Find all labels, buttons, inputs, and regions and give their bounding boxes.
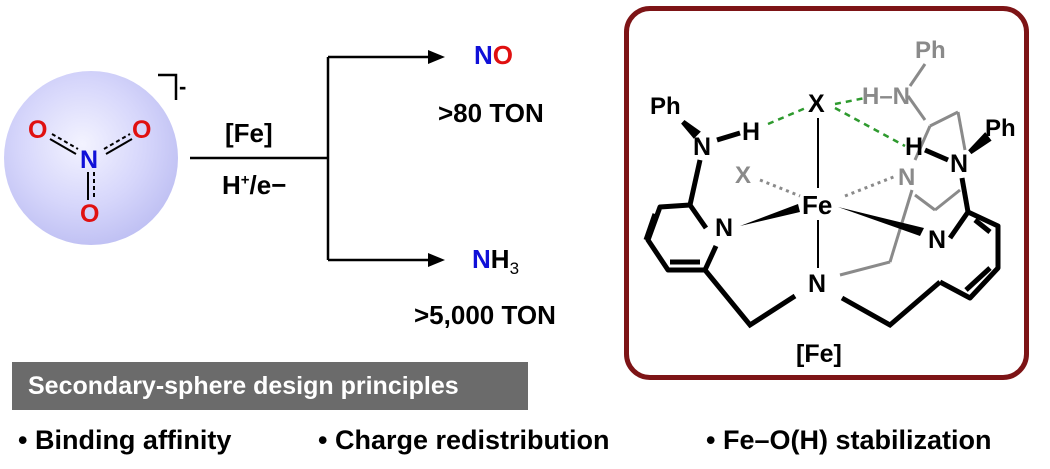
charge-bracket <box>158 73 178 100</box>
right-ch2-bridge <box>840 280 942 329</box>
bond-n-o-right-dashed <box>103 133 131 150</box>
product-no: NO <box>474 40 513 71</box>
bullet-fe-oh-stabilization: • Fe–O(H) stabilization <box>706 425 992 455</box>
nitrate-o-right: O <box>132 116 151 144</box>
design-principles-banner: Secondary-sphere design principles <box>12 362 528 410</box>
product-nh3-h: H <box>490 244 510 274</box>
catalyst-label: [Fe] <box>225 118 273 148</box>
right-ph-wedge <box>968 132 992 155</box>
gray-n-bond <box>844 174 897 198</box>
fe-atom: Fe <box>802 190 832 220</box>
gray-n: N <box>898 164 915 191</box>
left-amine-arm <box>687 159 703 206</box>
right-nh-n: N <box>950 150 968 178</box>
nitrate-charge: - <box>179 74 186 99</box>
right-wedge-bond <box>838 207 924 236</box>
reagent-plus: + <box>240 171 250 189</box>
nitrate-n-atom: N <box>80 146 98 174</box>
bond-n-o-left <box>49 138 77 155</box>
bond-n-o-left-dashed <box>51 133 79 150</box>
product-no-n: N <box>474 40 493 70</box>
left-wedge-bond <box>740 204 800 226</box>
reagents-label: H+/e− <box>222 170 286 201</box>
bullet-charge-redistribution: • Charge redistribution <box>318 425 610 455</box>
product-no-o: O <box>492 40 514 70</box>
reagent-electron: /e− <box>249 170 287 200</box>
left-ch2-bridge <box>703 268 797 329</box>
left-nh-h: H <box>742 118 760 146</box>
product-nh3-n: N <box>472 244 491 274</box>
hydrogen-bonds <box>767 96 906 148</box>
upper-arrowhead <box>428 50 445 64</box>
gray-ph: Ph <box>915 37 946 64</box>
bullet-binding-affinity: • Binding affinity <box>18 425 232 455</box>
nitrate-o-left: O <box>28 116 47 144</box>
right-nh-h: H <box>905 133 923 161</box>
left-pyridine-n: N <box>715 214 733 242</box>
nitrate-o-bottom: O <box>80 200 99 228</box>
right-pyridine <box>938 209 1001 301</box>
axial-x: X <box>808 90 825 118</box>
gray-x-bond <box>759 178 801 198</box>
right-ph: Ph <box>985 115 1016 142</box>
gray-hn: H–N <box>862 83 910 110</box>
product-no-ton: >80 TON <box>438 98 544 128</box>
nitrate-sphere <box>4 71 178 245</box>
gray-x: X <box>735 162 751 189</box>
bond-n-o-right <box>105 138 133 155</box>
left-ph-wedge <box>681 119 701 139</box>
right-amine-arm <box>959 177 971 213</box>
right-pyridine-n: N <box>928 226 946 254</box>
reagent-h: H <box>222 170 241 200</box>
complex-frame <box>624 6 1029 380</box>
left-nh-bond <box>716 130 741 143</box>
left-nh-n: N <box>693 133 711 161</box>
lower-arrowhead <box>428 253 445 267</box>
gray-ph-bond <box>908 63 927 87</box>
product-nh3: NH3 <box>472 244 519 279</box>
complex-label: [Fe] <box>796 340 842 368</box>
amine-n: N <box>808 270 826 298</box>
left-pyridine <box>643 202 719 273</box>
left-ph: Ph <box>650 93 681 120</box>
product-nh3-sub: 3 <box>509 259 520 279</box>
right-nh-bond <box>924 147 949 163</box>
product-nh3-ton: >5,000 TON <box>414 300 556 330</box>
